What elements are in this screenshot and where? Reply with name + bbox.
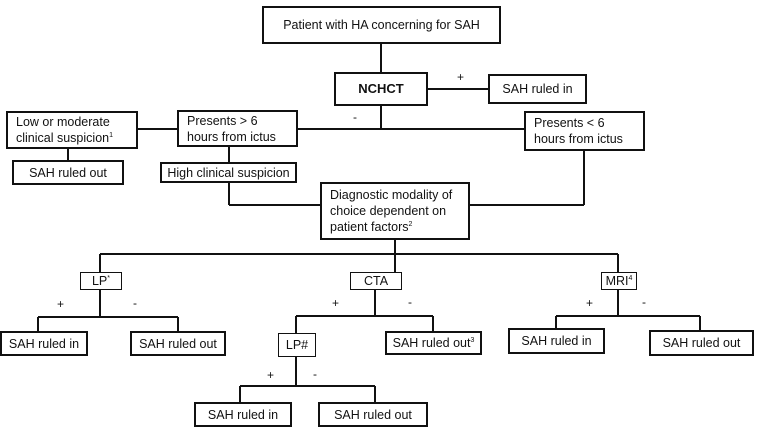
lp-star-minus-sign: - — [133, 296, 137, 310]
lp-star-box: LP* — [80, 272, 122, 290]
footnote-4: 4 — [628, 274, 633, 282]
mri-sah-ruled-in-text: SAH ruled in — [521, 334, 592, 348]
nchct-plus-sign: + — [457, 70, 465, 84]
diagnostic-line2: choice dependent on — [330, 204, 447, 218]
mri-text: MRI — [605, 274, 629, 288]
patient-presentation-box: Patient with HA concerning for SAH — [262, 6, 501, 44]
presents-lt6-line1: Presents < 6 — [534, 116, 605, 130]
cta-plus-sign: + — [332, 296, 340, 310]
cta-box: CTA — [350, 272, 402, 290]
mri-minus-sign: - — [642, 295, 646, 309]
presents-lt6-box: Presents < 6 hours from ictus — [524, 111, 645, 151]
cta-minus-sign: - — [408, 295, 412, 309]
cta-sah-ruled-out-text: SAH ruled out — [392, 336, 471, 350]
mri-box: MRI4 — [601, 272, 637, 290]
lp-sah-ruled-in-text: SAH ruled in — [8, 336, 80, 351]
asterisk-mark: * — [107, 274, 111, 282]
lp-hash-text: LP# — [285, 338, 309, 352]
footnote-2: 2 — [408, 220, 413, 228]
lp-hash-sah-ruled-in-text: SAH ruled in — [207, 407, 279, 422]
high-suspicion-box: High clinical suspicion — [160, 162, 297, 183]
low-moderate-suspicion-box: Low or moderate clinical suspicion1 — [6, 111, 138, 149]
patient-presentation-text: Patient with HA concerning for SAH — [283, 18, 480, 32]
presents-gt6-line1: Presents > 6 — [187, 113, 258, 128]
mri-sah-ruled-out-text: SAH ruled out — [662, 336, 741, 350]
lp-hash-sah-ruled-in-box: SAH ruled in — [194, 402, 292, 427]
lp-sah-ruled-out-text: SAH ruled out — [139, 336, 217, 351]
lp-hash-sah-ruled-out-text: SAH ruled out — [334, 407, 412, 422]
presents-gt6-line2: hours from ictus — [187, 129, 276, 144]
lp-hash-sah-ruled-out-box: SAH ruled out — [318, 402, 428, 427]
mri-plus-sign: + — [586, 296, 594, 310]
presents-gt6-box: Presents > 6 hours from ictus — [177, 110, 298, 147]
sah-ruled-in-top-box: SAH ruled in — [488, 74, 587, 104]
presents-lt6-line2: hours from ictus — [534, 132, 623, 146]
lp-hash-minus-sign: - — [313, 367, 317, 381]
nchct-minus-sign: - — [353, 110, 357, 124]
cta-text: CTA — [363, 274, 389, 288]
lp-star-plus-sign: + — [57, 297, 65, 311]
footnote-1: 1 — [109, 131, 114, 139]
lp-sah-ruled-in-box: SAH ruled in — [0, 331, 88, 356]
sah-ruled-out-left-text: SAH ruled out — [29, 165, 107, 180]
lp-hash-box: LP# — [278, 333, 316, 357]
diagnostic-modality-box: Diagnostic modality of choice dependent … — [320, 182, 470, 240]
lp-star-text: LP — [91, 274, 108, 288]
nchct-box: NCHCT — [334, 72, 428, 106]
low-moderate-line1: Low or moderate — [16, 115, 110, 129]
high-suspicion-text: High clinical suspicion — [167, 165, 290, 180]
sah-ruled-in-top-text: SAH ruled in — [502, 82, 573, 96]
lp-hash-plus-sign: + — [267, 368, 275, 382]
cta-sah-ruled-out-box: SAH ruled out3 — [385, 331, 482, 355]
nchct-text: NCHCT — [358, 81, 404, 96]
mri-sah-ruled-out-box: SAH ruled out — [649, 330, 754, 356]
mri-sah-ruled-in-box: SAH ruled in — [508, 328, 605, 354]
footnote-3: 3 — [470, 336, 475, 344]
lp-sah-ruled-out-box: SAH ruled out — [130, 331, 226, 356]
sah-ruled-out-left-box: SAH ruled out — [12, 160, 124, 185]
diagnostic-line1: Diagnostic modality of — [330, 188, 453, 202]
low-moderate-line2: clinical suspicion — [16, 131, 110, 145]
diagnostic-line3: patient factors — [330, 220, 409, 234]
